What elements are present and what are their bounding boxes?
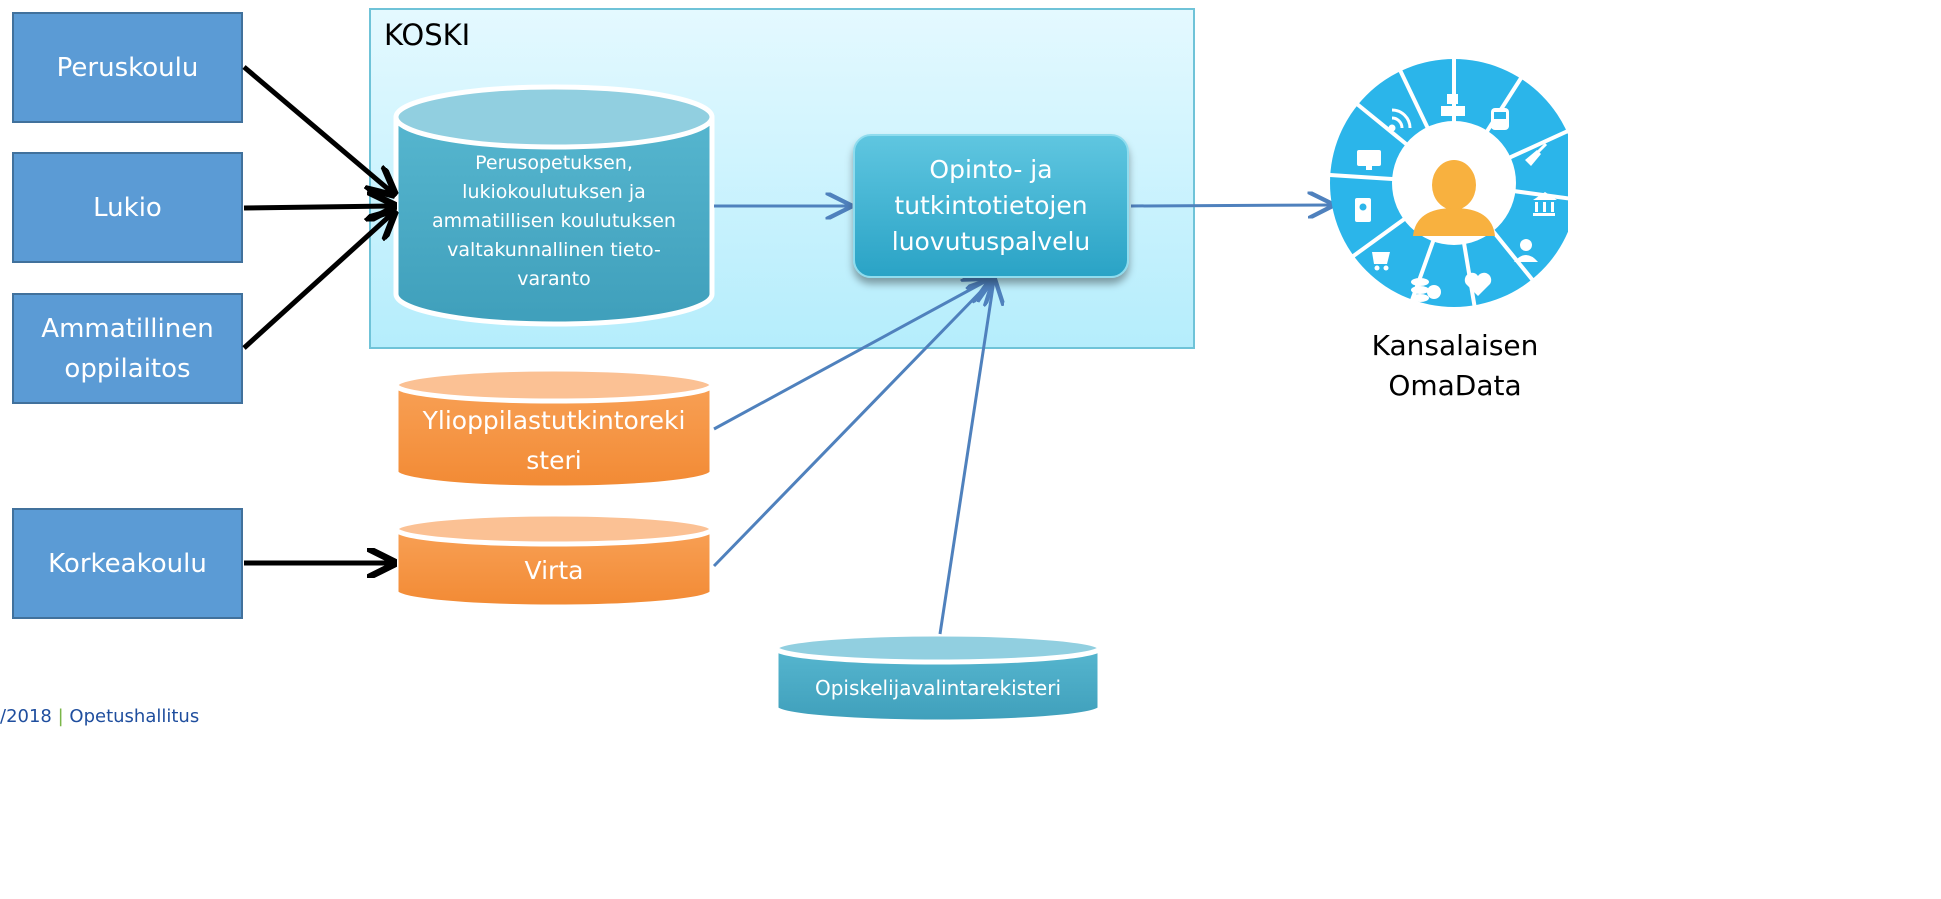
korkeakoulu-box: Korkeakoulu <box>12 508 243 619</box>
blue-arrows <box>712 205 1332 635</box>
arrow-virta-to-service <box>712 280 992 568</box>
arrow-opiskelijavalinta-to-service <box>938 280 994 635</box>
arrow-lukio-to-koski <box>243 206 394 208</box>
footer-date: /2018 <box>0 706 52 727</box>
heart-plus-icon <box>1464 272 1492 296</box>
footer: /2018 | Opetushallitus <box>0 706 199 727</box>
arrow-ammatillinen-to-koski <box>242 212 394 350</box>
virta-label: Virta <box>524 556 584 585</box>
luovutuspalvelu-box: Opinto- ja tutkintotietojen luovutuspalv… <box>853 134 1129 278</box>
plug-icon <box>1525 142 1548 166</box>
virta-cylinder <box>393 511 715 610</box>
footer-org-link[interactable]: Opetushallitus <box>69 706 200 727</box>
footer-separator: | <box>57 706 64 727</box>
omadata-label: Kansalaisen OmaData <box>1371 329 1539 402</box>
koski-title: KOSKI <box>384 18 471 52</box>
koski-database-label: Perusopetuksen, lukiokoulutuksen ja amma… <box>432 151 676 290</box>
omadata-emblem <box>1329 56 1568 310</box>
lukio-box: Lukio <box>12 152 243 263</box>
black-arrows <box>242 65 394 563</box>
lukio-label: Lukio <box>93 192 162 223</box>
tram-icon <box>1491 108 1509 130</box>
luovutuspalvelu-label: Opinto- ja tutkintotietojen luovutuspalv… <box>891 155 1091 256</box>
bank-icon <box>1533 192 1557 216</box>
ylioppilastutkintorekisteri-cylinder <box>393 366 715 491</box>
abc-blocks-icon <box>1441 94 1465 116</box>
coins-euro-icon <box>1411 278 1441 302</box>
shopping-cart-icon <box>1372 252 1390 271</box>
ammatillinen-box: Ammatillinen oppilaitos <box>12 293 243 404</box>
map-pin-phone-icon <box>1355 198 1371 222</box>
korkeakoulu-label: Korkeakoulu <box>48 548 207 579</box>
monitor-chat-icon <box>1357 150 1381 170</box>
arrow-service-to-omadata <box>1130 205 1332 206</box>
wifi-icon <box>1388 108 1412 132</box>
arrow-ylioppilas-to-service <box>713 280 988 431</box>
ammatillinen-label: Ammatillinen oppilaitos <box>41 313 214 384</box>
opiskelijavalintarekisteri-cylinder <box>773 631 1103 725</box>
peruskoulu-label: Peruskoulu <box>56 52 199 83</box>
arrow-peruskoulu-to-koski <box>242 65 394 194</box>
star-person-icon <box>1514 239 1538 262</box>
ylioppilastutkintorekisteri-label: Ylioppilastutkintoreki steri <box>422 406 686 475</box>
opiskelijavalintarekisteri-label: Opiskelijavalintarekisteri <box>814 676 1062 700</box>
koski-database-cylinder <box>393 84 715 327</box>
peruskoulu-box: Peruskoulu <box>12 12 243 123</box>
diagram-graphics <box>242 56 1568 725</box>
